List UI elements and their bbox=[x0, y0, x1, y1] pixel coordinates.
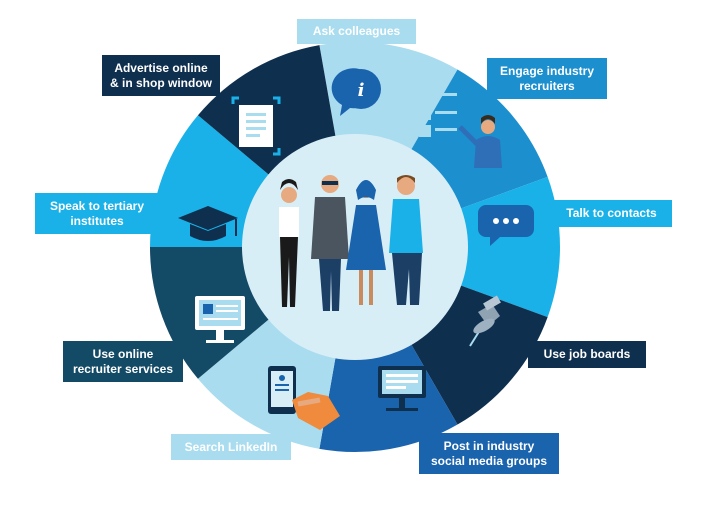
label-line: institutes bbox=[70, 213, 124, 228]
label-line: Post in industry bbox=[443, 438, 535, 453]
label-line: & in shop window bbox=[110, 75, 212, 90]
label-line: Advertise online bbox=[114, 60, 208, 75]
people-group-illustration bbox=[279, 175, 423, 311]
label-line: Engage industry bbox=[499, 63, 594, 78]
label-line: social media groups bbox=[430, 453, 548, 468]
label-line: Speak to tertiary bbox=[49, 198, 145, 213]
recruiter-presenting-icon bbox=[419, 90, 502, 168]
label-line: Use online bbox=[92, 346, 154, 361]
label-talk-to-contacts: Talk to contacts bbox=[551, 200, 672, 227]
label-line: recruiter services bbox=[72, 361, 174, 376]
phone-in-hand-icon bbox=[268, 366, 340, 430]
label-use-job-boards: Use job boards bbox=[528, 341, 646, 368]
label-line: recruiters bbox=[519, 78, 575, 93]
label-advertise-online-in-shop-window: Advertise online& in shop window bbox=[102, 55, 220, 96]
info-speech-bubble-icon: i bbox=[331, 68, 381, 116]
label-ask-colleagues: Ask colleagues bbox=[297, 19, 416, 44]
label-line: Search LinkedIn bbox=[184, 439, 278, 454]
label-line: Use job boards bbox=[543, 347, 631, 361]
label-search-linkedin: Search LinkedIn bbox=[171, 434, 291, 460]
monitor-posts-icon bbox=[378, 366, 426, 411]
push-pin-icon bbox=[469, 295, 501, 347]
job-advert-document-icon bbox=[231, 96, 281, 156]
graduation-cap-icon bbox=[178, 206, 238, 241]
label-line: Talk to contacts bbox=[566, 206, 657, 220]
recruiter-website-monitor-icon bbox=[195, 296, 245, 343]
chat-bubble-icon bbox=[478, 205, 534, 246]
svg-text:i: i bbox=[358, 80, 365, 101]
label-line: Ask colleagues bbox=[312, 24, 401, 38]
